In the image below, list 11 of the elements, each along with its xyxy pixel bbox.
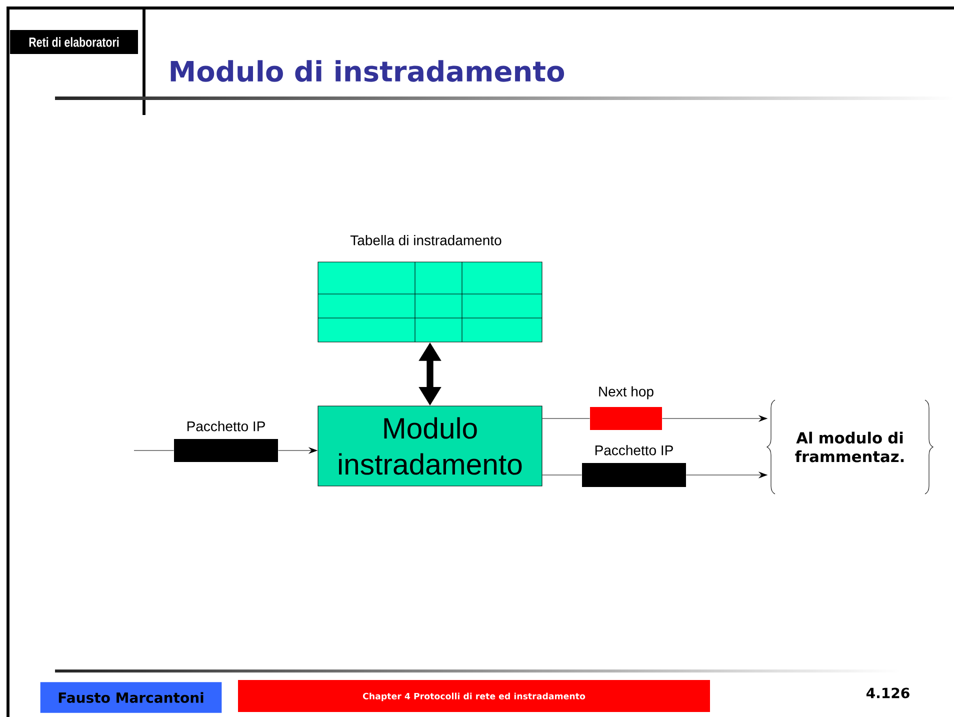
page-number: 4.126 (866, 688, 910, 698)
packet-label: Next hop (599, 386, 654, 400)
table-heading: Tabella di instradamento (350, 235, 502, 246)
slide-title: Modulo di instradamento (170, 60, 564, 82)
destination-brace: Al modulo di frammentaz. (766, 400, 934, 494)
module-box: Modulo instradamento (318, 406, 542, 486)
header-tag: Reti di elaboratori (10, 30, 138, 54)
author-tag: Fausto Marcantoni (40, 682, 222, 713)
packet-label: Pacchetto IP (187, 421, 265, 432)
chapter-bar: Chapter 4 Protocolli di rete ed instradamento (238, 680, 710, 712)
packet-label: Pacchetto IP (595, 445, 673, 456)
